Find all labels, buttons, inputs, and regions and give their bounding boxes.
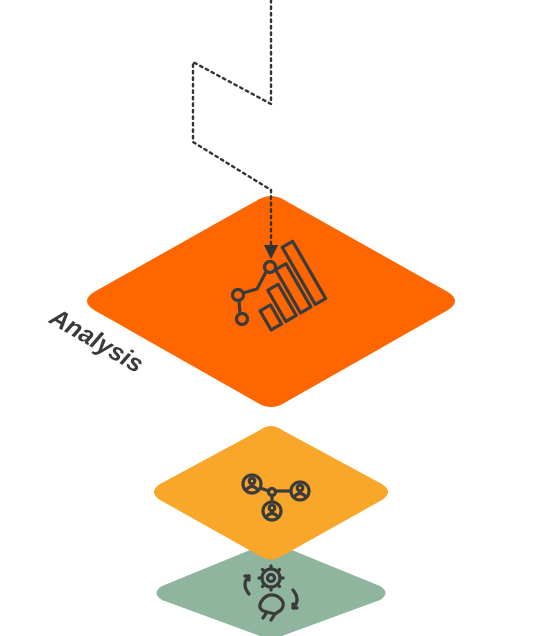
middle-layer-tile xyxy=(154,426,388,560)
flow-connector xyxy=(191,0,279,260)
analytics-chart-icon xyxy=(230,239,328,332)
idea-process-icon xyxy=(243,564,299,622)
middle-layer xyxy=(154,426,388,560)
bottom-layer xyxy=(156,542,386,636)
analysis-layer xyxy=(87,196,455,407)
network-people-icon xyxy=(241,473,311,522)
analysis-layer-tile xyxy=(87,196,455,407)
